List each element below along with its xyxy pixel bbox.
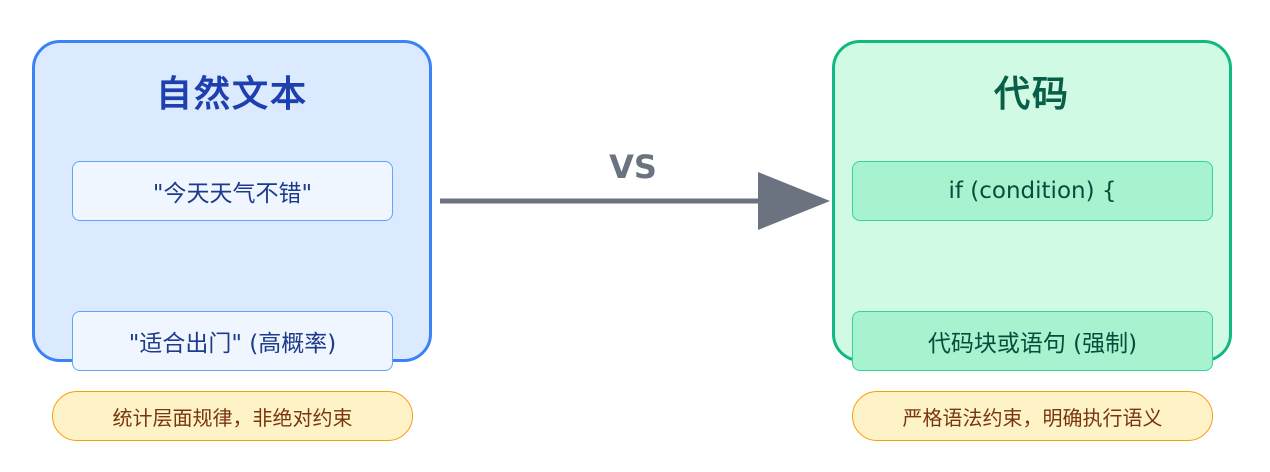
center-arrow-head: [758, 172, 830, 230]
natural-text-output-box: "适合出门" (高概率): [72, 311, 393, 371]
natural-text-input-box: "今天天气不错": [72, 161, 393, 221]
code-input-box: if (condition) {: [852, 161, 1213, 221]
natural-text-note: 统计层面规律，非绝对约束: [52, 391, 413, 441]
natural-text-title: 自然文本: [155, 74, 308, 115]
code-output-box: 代码块或语句 (强制): [852, 311, 1213, 371]
code-title: 代码: [993, 74, 1070, 115]
code-note: 严格语法约束，明确执行语义: [852, 391, 1213, 441]
vs-label: VS: [609, 148, 657, 186]
